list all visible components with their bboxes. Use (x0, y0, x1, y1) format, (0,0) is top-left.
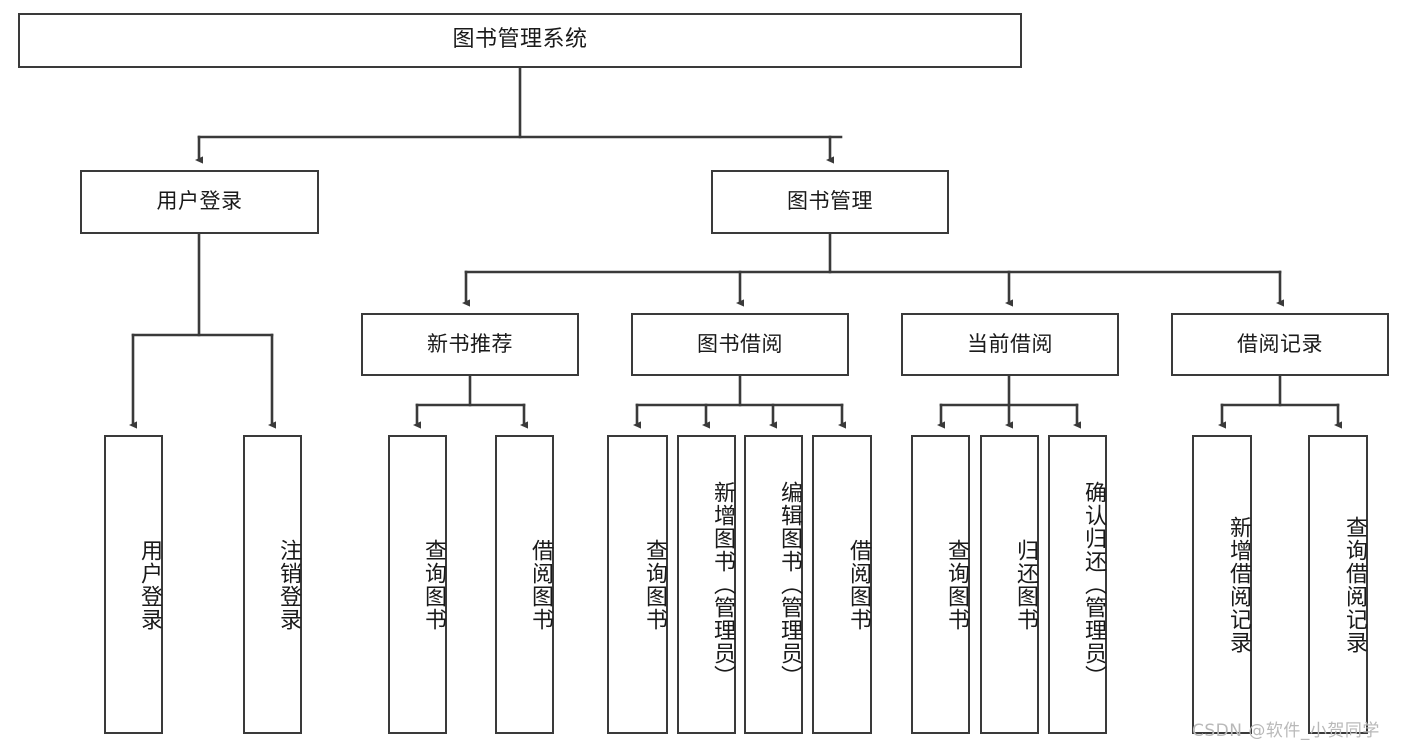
node-label: 借阅图书 (528, 538, 553, 631)
csdn-watermark: CSDN @软件_小贺同学 (1192, 721, 1380, 741)
node-book-borrow[interactable]: 图书借阅 (631, 313, 849, 376)
node-label: 当前借阅 (967, 331, 1053, 356)
node-new-book-recommend[interactable]: 新书推荐 (361, 313, 579, 376)
leaf-current-confirm-return[interactable]: 确认归还（管理员） (1048, 435, 1107, 734)
node-label: 用户登录 (137, 538, 162, 631)
node-borrow-record[interactable]: 借阅记录 (1171, 313, 1389, 376)
node-label: 注销登录 (276, 538, 301, 631)
leaf-user-login-signin[interactable]: 用户登录 (104, 435, 163, 734)
node-label: 查询图书 (421, 538, 446, 631)
node-label: 新增图书（管理员） (710, 481, 735, 688)
node-label: 借阅图书 (846, 538, 871, 631)
leaf-borrow-query-book[interactable]: 查询图书 (607, 435, 668, 734)
leaf-record-add[interactable]: 新增借阅记录 (1192, 435, 1252, 734)
leaf-borrow-add-book[interactable]: 新增图书（管理员） (677, 435, 736, 734)
node-label: 借阅记录 (1237, 331, 1323, 356)
node-label: 图书管理系统 (452, 27, 588, 53)
leaf-borrow-borrow-book[interactable]: 借阅图书 (812, 435, 872, 734)
node-label: 查询借阅记录 (1342, 515, 1367, 654)
leaf-current-return-book[interactable]: 归还图书 (980, 435, 1039, 734)
node-label: 新增借阅记录 (1226, 515, 1251, 654)
node-label: 确认归还（管理员） (1081, 481, 1106, 688)
node-current-borrow[interactable]: 当前借阅 (901, 313, 1119, 376)
leaf-current-query-book[interactable]: 查询图书 (911, 435, 970, 734)
node-label: 图书借阅 (697, 331, 783, 356)
node-label: 查询图书 (944, 538, 969, 631)
node-label: 新书推荐 (427, 331, 513, 356)
node-book-management[interactable]: 图书管理 (711, 170, 949, 234)
node-label: 查询图书 (642, 538, 667, 631)
leaf-record-query[interactable]: 查询借阅记录 (1308, 435, 1368, 734)
leaf-user-login-signout[interactable]: 注销登录 (243, 435, 302, 734)
leaf-borrow-edit-book[interactable]: 编辑图书（管理员） (744, 435, 803, 734)
leaf-new-book-query[interactable]: 查询图书 (388, 435, 447, 734)
leaf-new-book-borrow[interactable]: 借阅图书 (495, 435, 554, 734)
node-label: 用户登录 (156, 189, 243, 214)
node-user-login[interactable]: 用户登录 (80, 170, 319, 234)
node-label: 归还图书 (1013, 538, 1038, 631)
node-root-system[interactable]: 图书管理系统 (18, 13, 1022, 68)
node-label: 编辑图书（管理员） (777, 481, 802, 688)
node-label: 图书管理 (787, 189, 873, 214)
